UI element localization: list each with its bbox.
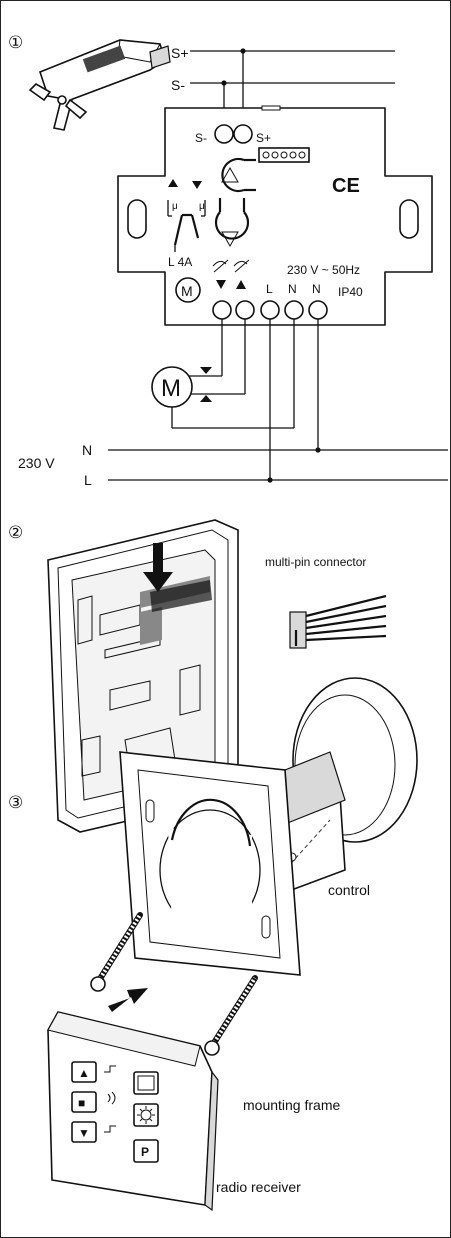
mu-right: μ [199,201,205,212]
motor-symbol [151,366,193,408]
motor-small-symbol [175,277,201,303]
up-key-glyph: ▲ [78,1066,90,1080]
program-key-glyph: P [141,1145,149,1159]
section-number-2: ② [8,523,23,542]
mount-slot-right [399,199,419,239]
terminal-L-label: L [266,282,273,296]
mount-slot-left [127,199,147,239]
radio-receiver-label: radio receiver [216,1179,301,1195]
mains-voltage: 230 V [18,455,55,471]
mounting-frame [119,751,301,976]
terminal-up [235,300,255,320]
wall-plate-back [47,519,239,833]
motor-small-label: M [181,283,193,299]
down-key [71,1121,97,1143]
voltage-spec: 230 V ~ 50Hz [287,263,360,277]
sensor-minus-label: S- [171,77,185,93]
motor-output-icons [212,259,250,289]
relay-contacts [167,179,206,252]
ip-rating: IP40 [338,285,363,299]
mains-N-label: N [82,442,92,458]
stop-key-glyph: ■ [78,1096,85,1110]
terminal-N2 [308,300,328,320]
pin-header [258,147,310,163]
motor-label: M [161,375,181,402]
relay-rating: L 4A [168,255,192,269]
terminal-s-plus-label: S+ [256,131,271,145]
screw-right [204,975,258,1056]
mu-left: μ [172,201,178,212]
program-key [133,1139,159,1163]
terminal-N1 [284,300,304,320]
ce-mark: CE [332,175,360,197]
mains-L-label: L [84,472,92,488]
radio-receiver-device [47,1011,219,1212]
multi-pin-connector-illustration [289,594,387,649]
terminal-down [212,300,232,320]
terminal-s-plus [233,124,253,144]
stop-key [71,1091,97,1113]
terminal-s-minus [214,124,234,144]
terminal-N1-label: N [288,282,297,296]
control-unit-body [117,107,433,326]
section-number-3: ③ [8,793,23,812]
sensor-plus-label: S+ [171,45,189,61]
control-label: control [328,882,370,898]
screw-left [90,912,143,992]
mounting-frame-label: mounting frame [243,1097,340,1113]
down-key-glyph: ▼ [78,1126,90,1140]
auto-key [133,1071,159,1095]
push-arrow-icon [108,988,148,1012]
up-key [71,1061,97,1083]
receiver-keypad: ▲ ■ ▼ P [71,1061,159,1163]
terminal-s-minus-label: S- [195,131,207,145]
insert-arrow-icon [143,543,173,592]
multi-pin-connector-label: multi-pin connector [265,555,366,569]
section-number-1: ① [8,33,23,52]
terminal-L [260,300,280,320]
sensor-illustration [28,39,171,131]
terminal-N2-label: N [312,282,321,296]
direction-symbol [214,157,256,248]
